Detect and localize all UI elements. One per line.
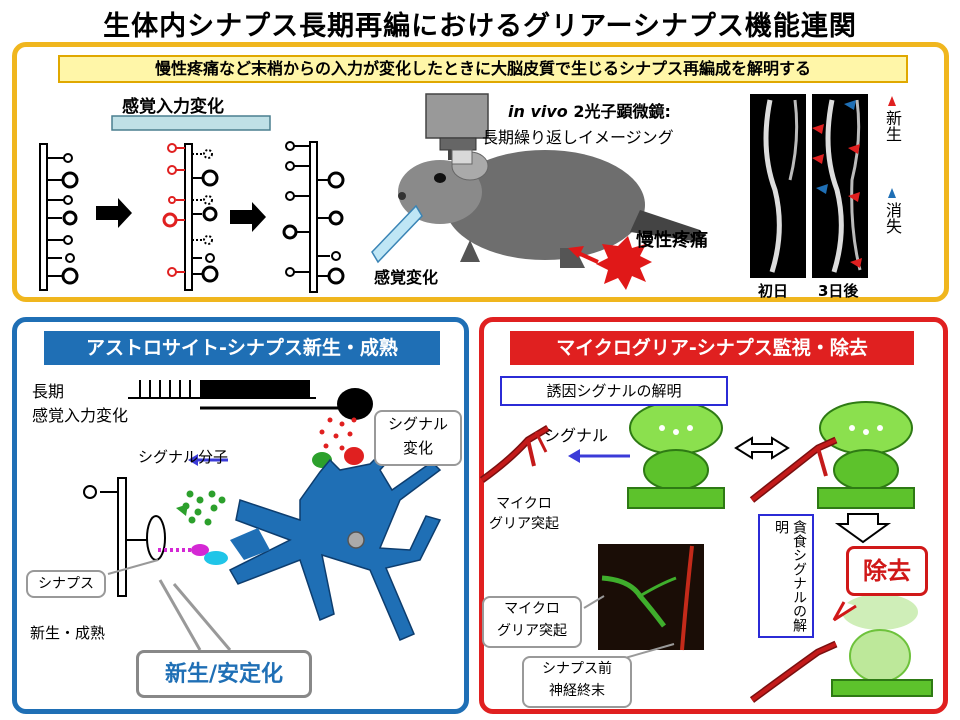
stimulator-icon <box>371 204 423 264</box>
sensory-bar <box>111 115 271 131</box>
astro-sensory-label: 感覚入力変化 <box>32 406 129 425</box>
top-banner: 慢性疼痛など末梢からの入力が変化したときに大脳皮質で生じるシナプス再編成を解明す… <box>58 55 908 83</box>
presynaptic-terminal-callout: シナプス前 神経終末 <box>522 656 632 708</box>
fluorescence-image <box>598 544 704 651</box>
signal-dots-green <box>182 490 226 526</box>
arrow-left-icon <box>568 449 580 463</box>
microglia-process-label: マイクロ グリア突起 <box>489 496 559 532</box>
microglia-process-2 <box>749 436 838 503</box>
synapse-removal <box>749 594 933 703</box>
signal-molecule-label: シグナル分子 <box>138 448 229 466</box>
double-arrow-icon <box>734 436 790 460</box>
arrow-right-icon <box>96 198 132 228</box>
removal-callout: 除去 <box>846 546 928 596</box>
input-ticks <box>128 380 350 410</box>
astrocyte-header: アストロサイト-シナプス新生・成熟 <box>44 331 440 365</box>
sensory-input-label: 感覚入力変化 <box>122 97 224 117</box>
receptor-red <box>344 447 364 465</box>
arrow-right-icon <box>230 202 266 232</box>
microglia-process-callout: マイクロ グリア突起 <box>482 596 582 648</box>
new-mature-label: 新生・成熟 <box>30 624 106 642</box>
phago-signal-box: 貪食シグナルの解明 <box>758 514 814 638</box>
astrocyte-icon <box>228 443 442 641</box>
synapse-green-2 <box>817 401 915 509</box>
microscope-label: in vivo 2光子顕微鏡: <box>508 98 671 122</box>
astro-endfoot <box>230 528 270 560</box>
astro-synapse <box>83 477 166 597</box>
signal-change-callout: シグナル 変化 <box>374 410 462 466</box>
dendrite-before <box>39 143 79 291</box>
dendrite-after <box>282 141 345 293</box>
long-term-label: 長期 <box>32 382 65 401</box>
pain-burst-icon <box>596 236 652 290</box>
signal-label: シグナル <box>544 426 609 445</box>
imaging-label: 長期繰り返しイメージング <box>482 128 674 147</box>
page-title: 生体内シナプス長期再編におけるグリアーシナプス機能連関 <box>103 11 857 42</box>
invivo-text: in vivo <box>508 102 568 121</box>
synapse-callout: シナプス <box>26 570 106 598</box>
microglia-process-1 <box>479 424 550 483</box>
synapse-green-1 <box>627 401 725 509</box>
chronic-pain-label: 慢性疼痛 <box>636 230 708 251</box>
presynaptic-terminal <box>337 388 373 420</box>
down-arrow-icon <box>834 513 892 544</box>
arrow-left-icon <box>188 454 198 466</box>
induce-signal-box: 誘因シグナルの解明 <box>500 376 728 406</box>
day-three-label: 3日後 <box>818 282 859 300</box>
signal-dots-red <box>319 417 357 451</box>
new-marker-icon <box>888 96 896 106</box>
lost-label: 消失 <box>883 202 902 234</box>
imaging-day1 <box>750 94 806 278</box>
day-first-label: 初日 <box>758 282 789 300</box>
astrocyte-panel <box>12 317 469 714</box>
sensory-change-label: 感覚変化 <box>374 268 439 287</box>
dendrite-during <box>162 143 219 291</box>
stabilize-callout: 新生/安定化 <box>136 650 312 698</box>
lost-marker-icon <box>888 188 896 198</box>
microscope-text: 2光子顕微鏡: <box>567 102 671 121</box>
microglia-header: マイクログリア-シナプス監視・除去 <box>510 331 914 365</box>
new-label: 新生 <box>883 110 902 142</box>
adhesion-molecules <box>158 544 228 565</box>
mouse-icon <box>398 149 700 268</box>
top-panel <box>12 42 949 302</box>
microglia-panel <box>479 317 948 714</box>
imaging-day3 <box>812 94 868 278</box>
arrow-left-icon <box>568 246 584 258</box>
